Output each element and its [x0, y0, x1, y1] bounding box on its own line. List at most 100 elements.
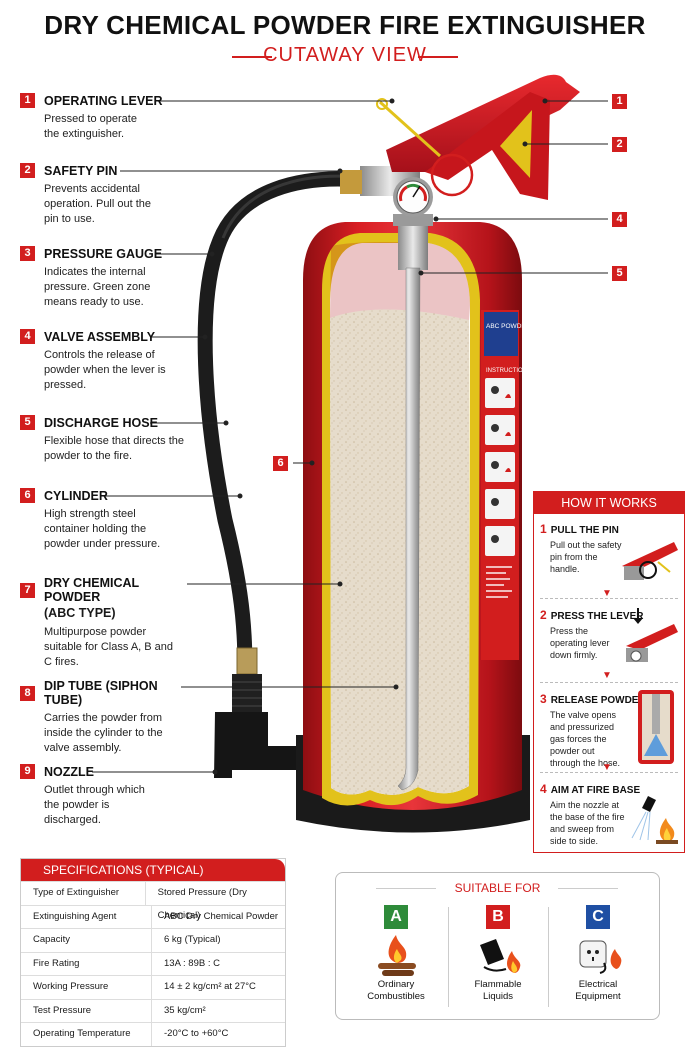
instructions-text: INSTRUCTIONS — [486, 368, 531, 374]
spec-key: Working Pressure — [21, 976, 152, 999]
class-divider — [548, 907, 549, 1007]
spec-key: Operating Temperature — [21, 1023, 152, 1046]
part-discharge-hose: 5 DISCHARGE HOSE Flexible hose that direc… — [20, 415, 190, 464]
part-title-line2: (ABC TYPE) — [44, 606, 116, 620]
part-title: CYLINDER — [44, 488, 108, 503]
step-title: RELEASE POWDER — [550, 695, 646, 706]
part-number: 2 — [20, 163, 35, 178]
suitable-rule-right — [558, 888, 618, 889]
part-number: 5 — [20, 415, 35, 430]
step-divider — [540, 682, 678, 683]
step-divider — [540, 598, 678, 599]
step-title: AIM AT FIRE BASE — [550, 785, 641, 796]
part-desc: High strength steel container holding th… — [44, 508, 161, 550]
callout-5: 5 — [612, 266, 627, 281]
part-number: 8 — [20, 685, 35, 701]
callout-6: 6 — [273, 456, 288, 471]
step-arrow-icon: ▼ — [602, 588, 612, 599]
fuel-can-fire-icon — [480, 939, 521, 973]
class-c-badge: C — [586, 905, 610, 929]
spec-value: -20°C to +60°C — [164, 1028, 229, 1039]
press-lever-illustration — [626, 608, 678, 662]
valve-assembly — [398, 222, 428, 270]
subtitle-row: CUTAWAY VIEW — [0, 44, 690, 68]
step-arrow-icon: ▼ — [602, 670, 612, 681]
spec-value: 14 ± 2 kg/cm² at 27°C — [164, 981, 256, 992]
wood-fire-icon — [378, 935, 416, 976]
class-a-badge: A — [384, 905, 408, 929]
part-title: DISCHARGE HOSE — [44, 415, 158, 430]
step-desc: The valve opens and pressurized gas forc… — [550, 710, 621, 768]
release-powder-illustration — [638, 690, 674, 764]
callout-2: 2 — [612, 137, 627, 152]
part-desc: Carries the powder from inside the cylin… — [44, 712, 163, 754]
step-desc: Press the operating lever down firmly. — [550, 626, 610, 660]
dip-tube — [397, 267, 421, 791]
part-title: DIP TUBE (SIPHON TUBE) — [44, 679, 158, 707]
spec-value: 13A : 89B : C — [164, 957, 220, 969]
part-number: 9 — [20, 764, 35, 779]
class-a-label-1: Ordinary — [377, 979, 415, 990]
part-cylinder: 6 CYLINDER High strength steel container … — [20, 488, 190, 552]
step-divider — [540, 772, 678, 773]
page-title: DRY CHEMICAL POWDER FIRE EXTINGUISHER — [44, 10, 646, 40]
part-dip-tube: 8 DIP TUBE (SIPHON TUBE) Carries the powd… — [20, 679, 190, 756]
spec-key: Test Pressure — [21, 999, 152, 1022]
part-desc: Outlet through which the powder is disch… — [44, 784, 145, 826]
spec-key: Type of Extinguisher — [21, 882, 146, 905]
page-subtitle: CUTAWAY VIEW — [263, 44, 427, 66]
class-c-label-1: Electrical — [578, 979, 618, 990]
part-number: 1 — [20, 93, 35, 108]
part-desc: Controls the release of powder when the … — [44, 349, 166, 391]
operating-lever — [386, 74, 580, 172]
step-title: PRESS THE LEVER — [550, 611, 644, 622]
part-desc: Indicates the internal pressure. Green z… — [44, 266, 151, 308]
step-number: 1 — [540, 522, 547, 536]
class-a-label-2: Combustibles — [367, 991, 425, 1002]
discharge-hose — [197, 171, 368, 688]
how-it-works-title: HOW IT WORKS — [534, 492, 684, 514]
part-number: 4 — [20, 329, 35, 344]
class-divider — [448, 907, 449, 1007]
electrical-fire-icon — [579, 940, 622, 974]
spec-value: Stored Pressure (Dry Chemical) — [157, 887, 247, 921]
part-number: 6 — [20, 488, 35, 503]
class-b-badge: B — [486, 905, 510, 929]
part-desc: Pressed to operate the extinguisher. — [44, 113, 137, 140]
step-number: 3 — [540, 692, 547, 706]
label-header — [484, 312, 518, 356]
part-desc: Flexible hose that directs the powder to… — [44, 435, 185, 462]
table-row: Working Pressure 14 ± 2 kg/cm² at 27°C — [21, 975, 285, 999]
subtitle-rule-right — [418, 56, 458, 58]
table-row: Type of Extinguisher Stored Pressure (Dry… — [21, 881, 285, 921]
aim-fire-illustration — [631, 796, 678, 844]
part-desc: Multipurpose powder suitable for Class A… — [44, 626, 174, 668]
table-row: Operating Temperature -20°C to +60°C — [21, 1022, 285, 1046]
safety-pin — [378, 100, 442, 158]
specifications-table: SPECIFICATIONS (TYPICAL) Type of Extingu… — [20, 858, 286, 1047]
pull-pin-illustration — [622, 542, 678, 580]
subtitle-rule-left — [232, 56, 272, 58]
part-title: VALVE ASSEMBLY — [44, 329, 156, 344]
specifications-title: SPECIFICATIONS (TYPICAL) — [21, 859, 285, 881]
step-number: 4 — [540, 782, 547, 796]
part-title: DRY CHEMICAL POWDER — [44, 576, 139, 604]
step-desc: Aim the nozzle at the base of the fire a… — [550, 800, 625, 846]
step-arrow-icon: ▼ — [602, 762, 612, 773]
suitable-for-title: SUITABLE FOR — [454, 881, 541, 895]
spec-key: Extinguishing Agent — [21, 905, 152, 928]
